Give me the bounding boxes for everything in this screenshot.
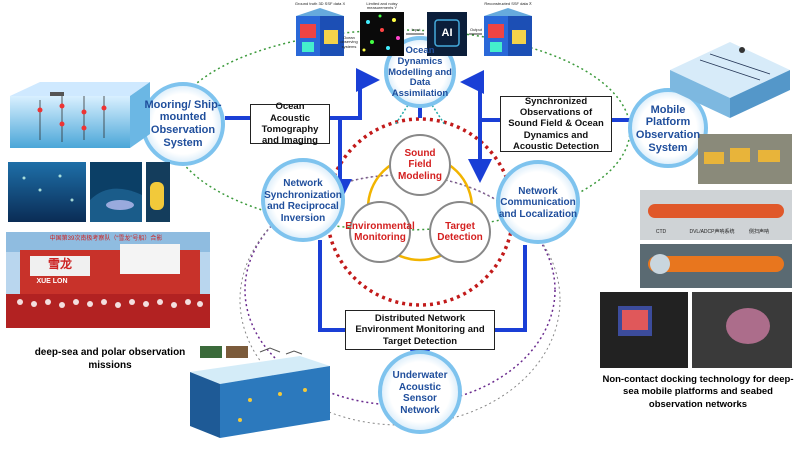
node-underwater bbox=[378, 350, 462, 434]
ship-banner-text: 中国第39次南极考察队（“雪龙”号船）合影 bbox=[49, 236, 163, 242]
label-network-comm: Network Communication and Localization bbox=[498, 185, 578, 220]
box-distributed: Distributed Network Environment Monitori… bbox=[345, 310, 495, 350]
label-sound-field: Sound Field Modeling bbox=[398, 147, 442, 182]
strip-label-output: Output bbox=[469, 27, 482, 32]
inner-circles bbox=[349, 134, 491, 263]
node-circles bbox=[141, 36, 708, 434]
strip-label-measurements: Limited and noisy measurements Y bbox=[366, 1, 398, 11]
box-tomography: Ocean Acoustic Tomography and Imaging bbox=[250, 101, 330, 146]
right-vehicle-photos bbox=[600, 134, 792, 368]
mooring-schematic-photo bbox=[10, 82, 150, 148]
label-underwater: Underwater Acoustic Sensor Network bbox=[392, 370, 448, 416]
ship-group-photo bbox=[6, 232, 210, 328]
left-underwater-photos bbox=[8, 162, 170, 222]
top-ai-strip bbox=[296, 8, 532, 56]
strip-label-input: Input bbox=[411, 27, 421, 32]
label-target: Target Detection bbox=[437, 220, 483, 244]
purple-dotted-ring bbox=[244, 174, 556, 406]
inner-sound-field bbox=[389, 134, 451, 196]
inner-environmental bbox=[349, 201, 411, 263]
auv-label-ctd: CTD bbox=[655, 229, 667, 235]
label-ocean-dynamics: Ocean Dynamics Modelling and Data Assimi… bbox=[388, 45, 452, 100]
strip-label-ground-truth: Ground truth 3D SSF data X bbox=[294, 1, 346, 6]
caption-right: Non-contact docking technology for deep-… bbox=[602, 374, 794, 410]
label-environmental: Environmental Monitoring bbox=[345, 220, 415, 244]
ai-label: AI bbox=[441, 27, 453, 39]
mobile-platform-photo bbox=[670, 42, 790, 118]
auv-label-sidescan: 侧扫声呐 bbox=[748, 229, 769, 235]
node-mobile bbox=[628, 88, 708, 168]
node-network-comm bbox=[496, 160, 580, 244]
ship-code-text: XUE LON bbox=[36, 278, 68, 285]
box-synchronized: Synchronized Observations of Sound Field… bbox=[500, 96, 612, 152]
sensor-network-illustration bbox=[190, 346, 330, 438]
auv-label-dvl: DVL/ADCP声呐系统 bbox=[689, 229, 735, 235]
gray-dotted-ring bbox=[239, 174, 561, 426]
label-mobile: Mobile Platform Observation System bbox=[635, 103, 701, 154]
strip-label-reconstructed: Reconstructed SSF data X̂ bbox=[484, 1, 532, 6]
label-mooring: Mooring/ Ship-mounted Observation System bbox=[144, 98, 222, 149]
label-network-sync: Network Synchronization and Reciprocal I… bbox=[264, 178, 342, 224]
node-network-sync bbox=[261, 158, 345, 242]
ship-name-text: 雪龙 bbox=[47, 257, 72, 271]
inner-target bbox=[429, 201, 491, 263]
caption-left: deep-sea and polar observation missions bbox=[34, 347, 186, 371]
strip-label-observing: Ocean observing systems bbox=[340, 35, 358, 49]
